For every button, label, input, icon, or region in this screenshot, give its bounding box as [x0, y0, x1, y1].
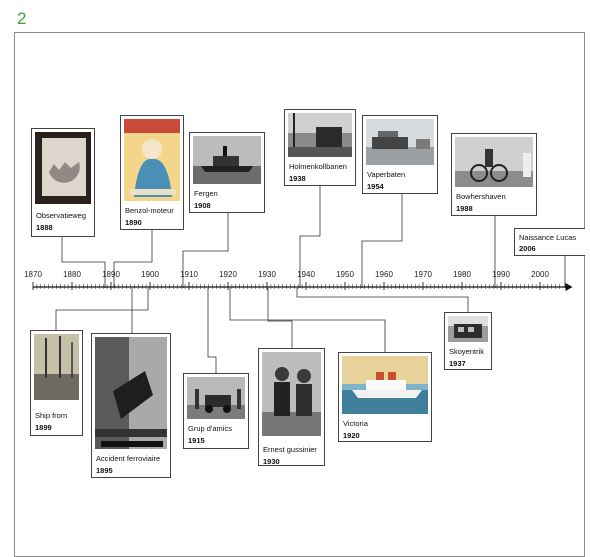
connector-ernest — [267, 288, 293, 348]
event-title: Naissance Lucas — [519, 233, 577, 242]
event-year: 1908 — [194, 201, 211, 210]
event-year: 1888 — [36, 223, 53, 232]
axis-arrow — [565, 283, 573, 291]
tick-label: 2000 — [531, 270, 549, 279]
ferry-photo-image — [193, 146, 261, 184]
tick-label: 1960 — [375, 270, 393, 279]
connector-victoria — [229, 288, 386, 352]
event-title: Victoria — [343, 419, 368, 428]
event-title: Bowhershaven — [456, 192, 506, 201]
tick-label: 1880 — [63, 270, 81, 279]
connector-holmenkoll — [299, 186, 321, 288]
event-card-observatieweg: Observatieweg 1888 — [31, 128, 95, 237]
ship-photo — [34, 334, 79, 400]
event-title: Grup d'amics — [188, 424, 232, 433]
event-year: 1988 — [456, 204, 473, 213]
event-card-victoria: Victoria 1920 — [338, 352, 432, 442]
event-title: Holmenkollbanen — [289, 162, 347, 171]
event-title: Ernest gussinier — [263, 445, 317, 454]
page-number: 2 — [17, 9, 27, 28]
group-car-photo — [187, 377, 245, 419]
event-card-vaperbaten: Vaperbaten 1954 — [362, 115, 438, 194]
event-card-skoyentrik: Skoyentrik 1937 — [444, 312, 492, 370]
tick-label: 1980 — [453, 270, 471, 279]
event-card-benzol: Benzol-moteur 1890 — [120, 115, 184, 230]
timeline-axis: 1870 1880 1890 1900 1910 1920 1930 1940 1950 1960… — [24, 270, 573, 291]
connector-benzol — [113, 230, 153, 288]
event-card-shipfrom: Ship from 1899 — [30, 330, 83, 436]
event-year: 1954 — [367, 182, 384, 191]
motorcycle-photo — [455, 137, 533, 187]
boat-photo-image — [366, 131, 434, 165]
event-title: Fergen — [194, 189, 218, 198]
event-year: 1890 — [125, 218, 142, 227]
liner-painting-image — [342, 356, 428, 414]
connector-shipfrom — [55, 288, 149, 330]
tram-photo — [288, 113, 352, 157]
event-year: 1899 — [35, 423, 52, 432]
boat-photo — [366, 119, 434, 165]
couple-photo-image — [262, 367, 321, 436]
tick-label: 1990 — [492, 270, 510, 279]
tick-label: 1930 — [258, 270, 276, 279]
moon-photo — [35, 132, 91, 204]
tick-label: 1890 — [102, 270, 120, 279]
event-year: 2006 — [519, 244, 536, 253]
event-card-bowhers: Bowhershaven 1988 — [451, 133, 537, 216]
tick-label: 1910 — [180, 270, 198, 279]
connector-grup — [207, 288, 217, 373]
event-card-holmenkoll: Holmenkollbanen 1938 — [284, 109, 356, 186]
street-tram-photo — [448, 316, 488, 342]
event-year: 1930 — [263, 457, 280, 466]
tick-label: 1870 — [24, 270, 42, 279]
tick-label: 1970 — [414, 270, 432, 279]
liner-painting — [342, 356, 428, 414]
train-wreck-photo-image — [95, 337, 167, 449]
event-card-accident: Accident ferroviaire 1895 — [91, 333, 171, 478]
tick-label: 1950 — [336, 270, 354, 279]
event-year: 1938 — [289, 174, 306, 183]
connector-observatieweg — [61, 237, 106, 288]
event-title: Accident ferroviaire — [96, 454, 161, 463]
poster-photo — [124, 119, 180, 201]
motorcycle-photo-image — [455, 149, 533, 187]
street-tram-photo-image — [448, 316, 488, 338]
event-title: Skoyentrik — [449, 347, 485, 356]
connectors — [55, 186, 566, 373]
ferry-photo — [193, 136, 261, 184]
event-title: Observatieweg — [36, 211, 87, 220]
group-car-photo-image — [187, 389, 245, 419]
event-card-grup: Grup d'amics 1915 — [183, 373, 249, 449]
event-year: 1895 — [96, 466, 113, 475]
poster-photo-image — [124, 119, 180, 197]
event-card-naissance: Naissance Lucas 2006 — [514, 228, 585, 256]
event-card-ernest: Ernest gussinier 1930 — [258, 348, 325, 466]
event-title: Vaperbaten — [367, 170, 406, 179]
event-title: Benzol-moteur — [125, 206, 174, 215]
couple-photo — [262, 352, 321, 436]
ship-photo-image — [34, 336, 79, 400]
train-wreck-photo — [95, 337, 167, 449]
event-card-fergen: Fergen 1908 — [189, 132, 265, 213]
event-year: 1915 — [188, 436, 205, 445]
connector-fergen — [182, 213, 229, 288]
moon-photo-image — [42, 138, 86, 196]
event-year: 1920 — [343, 431, 360, 440]
event-title: Ship from — [35, 411, 68, 420]
tick-label: 1900 — [141, 270, 159, 279]
connector-skoyentrik — [296, 288, 469, 312]
connector-vaperbaten — [361, 194, 403, 288]
tick-label: 1940 — [297, 270, 315, 279]
event-year: 1937 — [449, 359, 466, 368]
tram-photo-image — [288, 113, 352, 157]
tick-label: 1920 — [219, 270, 237, 279]
